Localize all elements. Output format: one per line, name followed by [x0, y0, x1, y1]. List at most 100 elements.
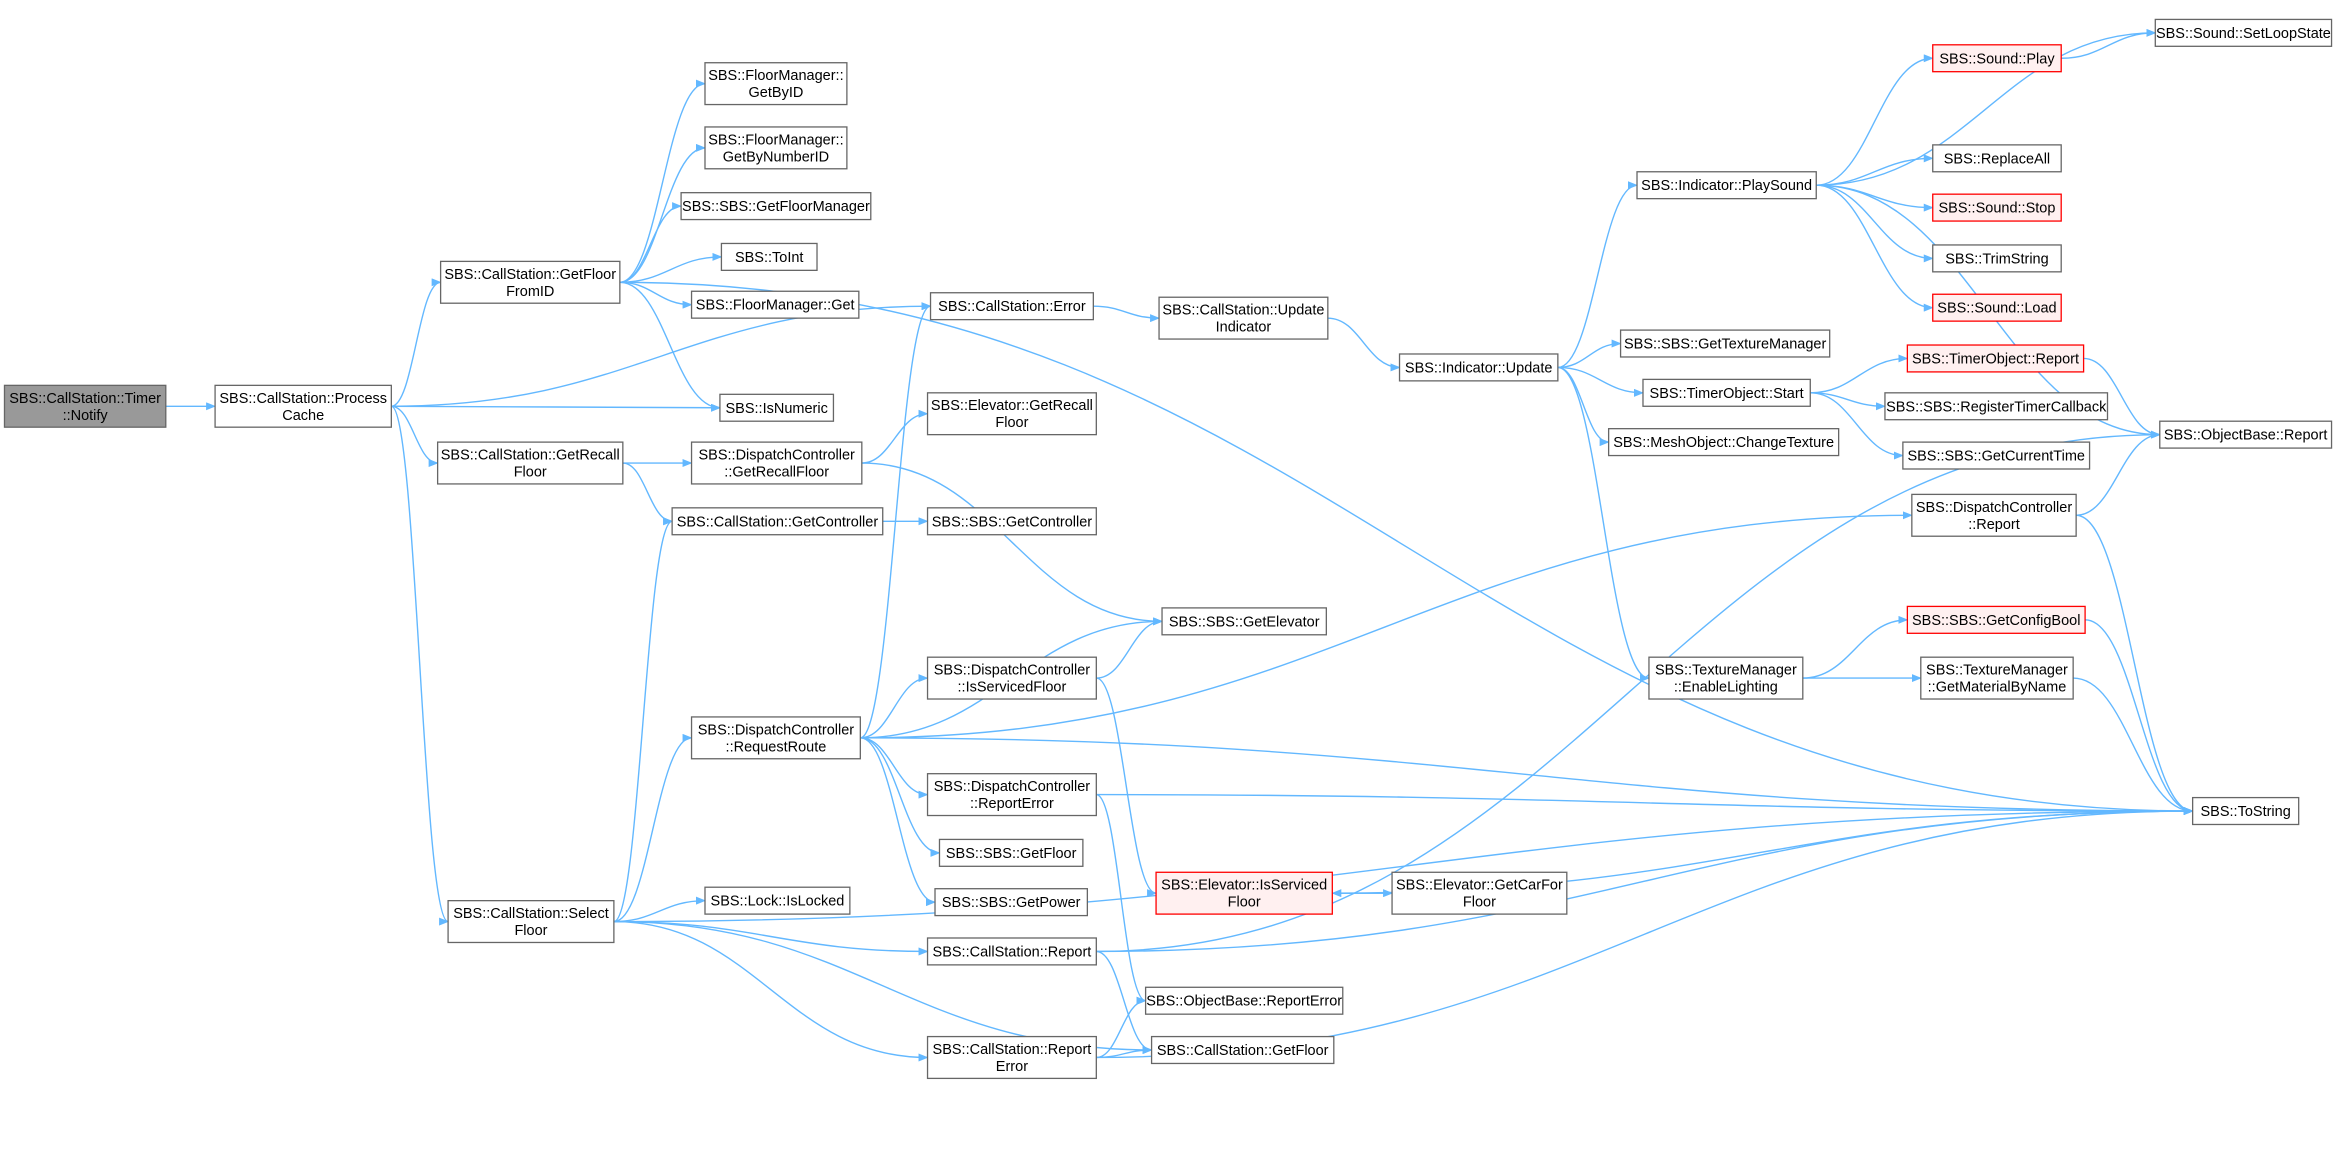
node-cs-getcontroller[interactable]: SBS::CallStation::GetController	[671, 507, 884, 536]
node-label: SBS::DispatchController	[934, 779, 1091, 795]
node-tostring[interactable]: SBS::ToString	[2191, 796, 2300, 826]
node-label: SBS::SBS::GetElevator	[1169, 614, 1320, 630]
node-lock-islocked[interactable]: SBS::Lock::IsLocked	[704, 886, 851, 915]
node-sbs-getpower[interactable]: SBS::SBS::GetPower	[934, 888, 1089, 917]
node-trimstring[interactable]: SBS::TrimString	[1932, 244, 2062, 273]
node-tm-enablelighting[interactable]: SBS::TextureManager::EnableLighting	[1648, 656, 1804, 700]
node-dc-requestroute[interactable]: SBS::DispatchController::RequestRoute	[690, 716, 861, 760]
node-fm-get[interactable]: SBS::FloorManager::Get	[690, 290, 860, 319]
node-label: SBS::DispatchController	[698, 722, 855, 738]
node-label: SBS::Indicator::Update	[1405, 360, 1553, 376]
edge-timer-start-to-timer-report	[1810, 354, 1909, 394]
edge	[2076, 514, 2194, 815]
node-cs-getfloor[interactable]: SBS::CallStation::GetFloor	[1150, 1035, 1335, 1065]
edge-selectfloor-to-cs-report	[613, 920, 929, 956]
node-dc-getrecallfloor[interactable]: SBS::DispatchController::GetRecallFloor	[690, 441, 863, 485]
edge-process-cache-to-getfloorfromid	[391, 278, 442, 407]
edge-ind-update-to-timer-start	[1557, 366, 1644, 397]
edge	[1096, 793, 1147, 1005]
node-sound-setloopstate[interactable]: SBS::Sound::SetLoopState	[2154, 18, 2333, 47]
node-replaceall[interactable]: SBS::ReplaceAll	[1932, 144, 2062, 173]
edge	[860, 511, 1913, 739]
node-dc-isservicedfloor[interactable]: SBS::DispatchController::IsServicedFloor	[926, 656, 1097, 700]
node-timer-start[interactable]: SBS::TimerObject::Start	[1642, 378, 1811, 407]
edge	[1816, 154, 1934, 186]
edge-ind-update-to-tm-enablelighting	[1557, 366, 1650, 683]
node-timer-notify[interactable]: SBS::CallStation::Timer::Notify	[3, 384, 167, 428]
edge	[860, 737, 2194, 816]
edge-ind-playsound-to-sound-setloopstate	[1816, 28, 2157, 186]
node-elev-getrecallfloor[interactable]: SBS::Elevator::GetRecallFloor	[926, 392, 1097, 436]
edge	[613, 920, 929, 1062]
node-sbs-getelevator[interactable]: SBS::SBS::GetElevator	[1161, 607, 1327, 636]
node-ind-update[interactable]: SBS::Indicator::Update	[1398, 353, 1559, 382]
node-box	[719, 393, 835, 422]
node-sbs-getfloormanager[interactable]: SBS::SBS::GetFloorManager	[680, 192, 872, 221]
node-cs-reporterror[interactable]: SBS::CallStation::ReportError	[926, 1035, 1097, 1080]
node-sound-stop[interactable]: SBS::Sound::Stop	[1932, 193, 2062, 222]
node-sbs-registertimer[interactable]: SBS::SBS::RegisterTimerCallback	[1884, 392, 2109, 421]
node-tm-getmaterialbyname[interactable]: SBS::TextureManager::GetMaterialByName	[1920, 656, 2074, 700]
node-label: ::IsServicedFloor	[958, 680, 1067, 696]
node-ob-reporterror[interactable]: SBS::ObjectBase::ReportError	[1144, 986, 1344, 1015]
edge	[1816, 184, 1934, 212]
node-getrecallfloor[interactable]: SBS::CallStation::GetRecallFloor	[436, 441, 624, 485]
node-sbs-getfloor[interactable]: SBS::SBS::GetFloor	[938, 838, 1084, 867]
edge-sbs-getconfigbool-to-tostring	[2085, 619, 2194, 816]
node-sbs-getconfigbool[interactable]: SBS::SBS::GetConfigBool	[1906, 605, 2086, 634]
node-label: ::ReportError	[970, 796, 1054, 812]
node-box	[1902, 441, 2091, 470]
edge-getfloorfromid-to-fm-getbyid	[619, 79, 706, 283]
node-label: Floor	[1463, 895, 1496, 911]
node-dc-report[interactable]: SBS::DispatchController::Report	[1911, 493, 2077, 537]
edge	[613, 517, 674, 923]
node-fm-getbyid[interactable]: SBS::FloorManager::GetByID	[704, 62, 848, 106]
node-isnumeric[interactable]: SBS::IsNumeric	[719, 393, 835, 422]
edge-dc-getrecallfloor-to-sbs-getelevator	[861, 462, 1164, 626]
edge-selectfloor-to-dc-requestroute	[613, 733, 693, 923]
node-box	[690, 716, 861, 760]
edge-getfloorfromid-to-sbs-getfloormanager	[619, 202, 683, 283]
node-ob-report[interactable]: SBS::ObjectBase::Report	[2159, 420, 2333, 449]
edge-dc-getrecallfloor-to-elev-getrecallfloor	[861, 409, 929, 464]
node-sound-load[interactable]: SBS::Sound::Load	[1932, 293, 2062, 322]
node-ind-playsound[interactable]: SBS::Indicator::PlaySound	[1636, 171, 1817, 200]
node-label: SBS::CallStation::Error	[938, 299, 1086, 315]
node-box	[704, 62, 848, 106]
node-label: Cache	[282, 408, 324, 424]
node-label: SBS::FloorManager::	[708, 68, 843, 84]
edge	[1557, 339, 1622, 369]
node-elev-isservicedfloor[interactable]: SBS::Elevator::IsServicedFloor	[1155, 871, 1333, 915]
node-timer-report[interactable]: SBS::TimerObject::Report	[1906, 344, 2085, 373]
edge	[1810, 354, 1909, 394]
edge	[390, 405, 450, 926]
node-mesh-changetexture[interactable]: SBS::MeshObject::ChangeTexture	[1607, 428, 1840, 457]
edge-process-cache-to-isnumeric	[391, 403, 721, 412]
node-label: ::GetMaterialByName	[1928, 680, 2067, 696]
node-label: SBS::Elevator::GetCarFor	[1396, 878, 1563, 894]
node-dc-reporterror[interactable]: SBS::DispatchController::ReportError	[926, 773, 1097, 817]
node-label: SBS::DispatchController	[699, 448, 856, 464]
edge	[1327, 317, 1401, 372]
node-cs-error[interactable]: SBS::CallStation::Error	[929, 292, 1094, 321]
edge	[619, 202, 683, 283]
edge	[1816, 184, 1934, 312]
edge-selectfloor-to-cs-getcontroller	[613, 517, 674, 923]
node-box	[1607, 428, 1840, 457]
edge-ind-playsound-to-trimstring	[1816, 184, 1934, 263]
node-cs-report[interactable]: SBS::CallStation::Report	[926, 937, 1097, 966]
edge	[1557, 366, 1644, 397]
node-sbs-getcontroller[interactable]: SBS::SBS::GetController	[926, 507, 1097, 536]
node-sbs-gettexturemanager[interactable]: SBS::SBS::GetTextureManager	[1619, 329, 1831, 358]
node-toint[interactable]: SBS::ToInt	[720, 242, 818, 271]
node-box	[3, 384, 167, 428]
node-box	[1642, 378, 1811, 407]
node-sbs-getcurrenttime[interactable]: SBS::SBS::GetCurrentTime	[1902, 441, 2091, 470]
node-fm-getbynumberid[interactable]: SBS::FloorManager::GetByNumberID	[704, 126, 848, 170]
node-sound-play[interactable]: SBS::Sound::Play	[1932, 44, 2062, 73]
